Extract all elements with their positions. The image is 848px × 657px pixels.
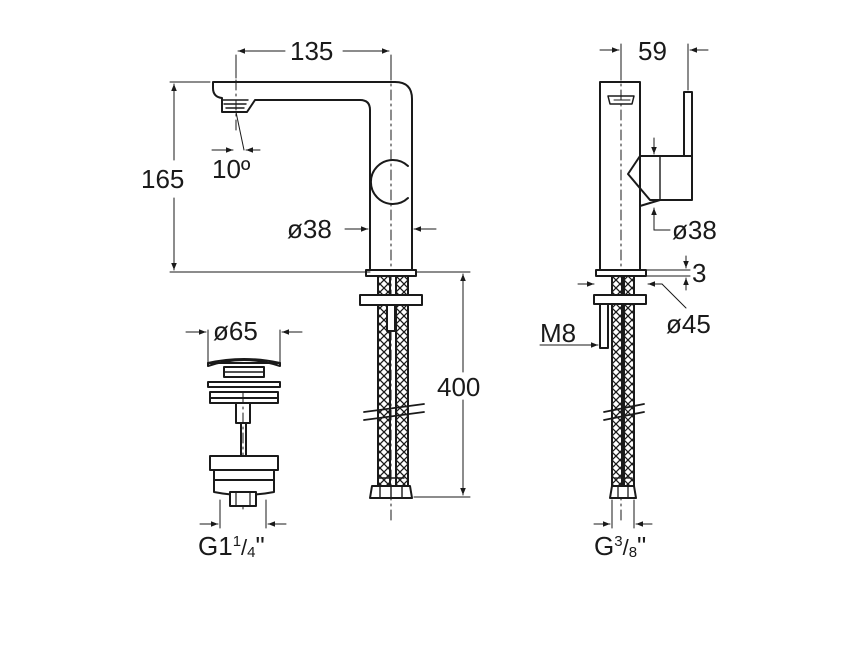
- front-view-dimensions: [169, 48, 471, 498]
- base-flange: [365, 269, 417, 277]
- pop-up-waste: [207, 358, 281, 511]
- dim-body-diameter-side: ø38: [672, 215, 717, 245]
- dim-flange-thickness: 3: [692, 258, 707, 288]
- side-body-outline: [599, 81, 641, 271]
- waste-body: [209, 455, 279, 471]
- waste-thread-inch: ": [255, 531, 265, 561]
- dim-base-diameter: ø45: [666, 309, 711, 339]
- hose-thread-main: G: [594, 531, 615, 561]
- dim-rod-thread: M8: [540, 318, 577, 348]
- dim-waste-thread: G11/4": [198, 531, 265, 561]
- dim-waste-diameter: ø65: [213, 316, 258, 346]
- side-lever: [683, 91, 693, 157]
- waste-thread-den: 4: [247, 544, 256, 561]
- waste-dimensions: [185, 329, 303, 529]
- lever-knob: [369, 159, 409, 205]
- dim-hose-length: 400: [437, 372, 481, 402]
- dim-hose-thread: G3/8": [594, 531, 647, 561]
- hose-thread-inch: ": [637, 531, 647, 561]
- front-view-faucet: [212, 59, 425, 521]
- dim-side-depth: 59: [638, 36, 667, 66]
- waste-thread-main: G1: [198, 531, 233, 561]
- fixing-plate: [359, 294, 423, 306]
- hose-right: [395, 275, 409, 487]
- side-view-dimensions: [539, 43, 709, 529]
- hose-thread-num: 3: [614, 533, 623, 550]
- side-view-faucet: [593, 69, 693, 521]
- hose-thread-den: 8: [628, 544, 638, 561]
- waste-thread-num: 1: [232, 533, 242, 550]
- dim-body-diameter-front: ø38: [287, 214, 332, 244]
- spout-body-outline: [212, 81, 413, 271]
- dim-spout-angle: 10º: [212, 154, 251, 184]
- dim-spout-reach: 135: [290, 36, 334, 66]
- dim-body-height: 165: [141, 164, 185, 194]
- waste-cap: [207, 359, 281, 367]
